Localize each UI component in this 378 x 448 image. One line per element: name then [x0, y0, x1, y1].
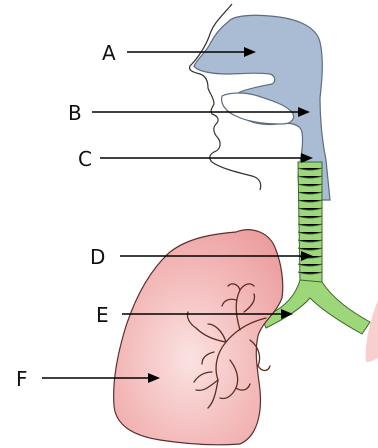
label-a: A — [102, 41, 116, 65]
lung — [114, 230, 283, 445]
label-e: E — [96, 303, 109, 327]
label-c: C — [78, 147, 92, 171]
label-d: D — [90, 245, 105, 269]
label-f: F — [16, 367, 28, 391]
right-lung-edge — [366, 300, 378, 362]
label-b: B — [68, 101, 82, 125]
arrow-c — [100, 153, 313, 163]
